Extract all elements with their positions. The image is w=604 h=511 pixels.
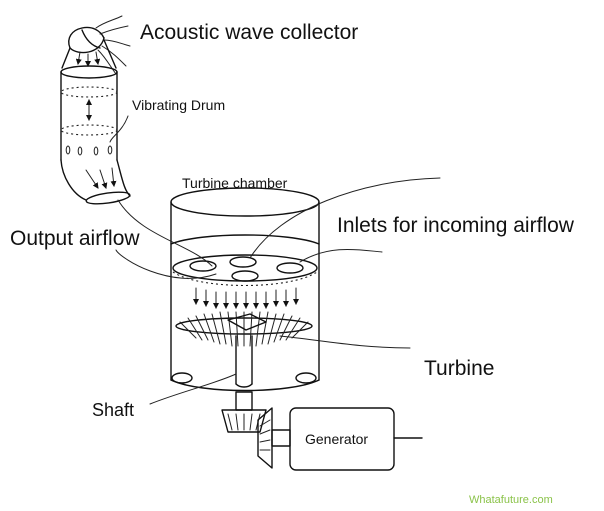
- generator-box: [289, 407, 423, 471]
- label-shaft: Shaft: [92, 400, 134, 420]
- label-output-airflow: Output airflow: [10, 227, 140, 250]
- label-turbine: Turbine: [424, 357, 494, 380]
- label-vibrating-drum: Vibrating Drum: [132, 97, 225, 113]
- label-acoustic-wave-collector: Acoustic wave collector: [140, 21, 358, 44]
- bevel-gears: [221, 391, 291, 469]
- vibrating-drum: [60, 65, 131, 205]
- label-turbine-chamber: Turbine chamber: [182, 175, 288, 191]
- acoustic-collector-horn: [61, 15, 131, 75]
- watermark-text: Whatafuture.com: [469, 494, 553, 506]
- label-generator: Generator: [305, 431, 368, 447]
- leader-lines: [109, 115, 441, 405]
- turbine-rotor: [175, 311, 313, 347]
- label-inlets-for-incoming-airflow: Inlets for incoming airflow: [337, 214, 575, 237]
- turbine-chamber: [170, 187, 320, 392]
